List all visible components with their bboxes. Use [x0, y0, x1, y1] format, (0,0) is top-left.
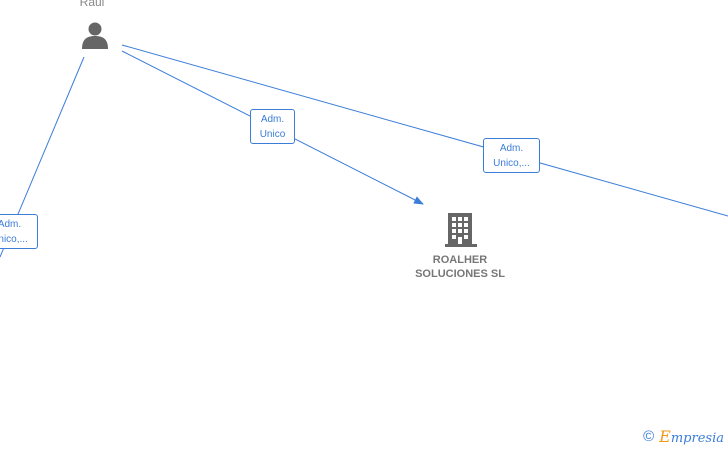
- edge-label-line1: Adm.: [260, 114, 285, 125]
- company-name-line1: ROALHER: [432, 254, 488, 266]
- edge-label-adm-unico[interactable]: Adm. Unico: [250, 109, 295, 144]
- edge-label-line2: Unico,...: [493, 158, 530, 169]
- copyright-icon: ©: [643, 428, 655, 445]
- brand-initial: E: [659, 427, 671, 446]
- company-name-line2: SOLUCIONES SL: [415, 268, 505, 280]
- brand-rest: mpresia: [670, 431, 724, 446]
- company-name[interactable]: ROALHER SOLUCIONES SL: [395, 253, 525, 281]
- footer-brand[interactable]: © Empresia: [643, 427, 724, 446]
- edge-line-right: [121, 44, 728, 217]
- edge-label-line2: Unico,...: [0, 234, 28, 245]
- brand-logo: Empresia: [659, 427, 724, 446]
- edge-label-line2: Unico: [259, 129, 286, 140]
- edge-label-line1: Adm.: [499, 143, 524, 154]
- edge-label-adm-unico-left[interactable]: Adm. Unico,...: [0, 214, 38, 249]
- edge-label-line1: Adm.: [0, 219, 22, 230]
- building-icon[interactable]: [445, 211, 477, 247]
- person-name: Raul: [79, 0, 105, 9]
- edge-label-adm-unico-right[interactable]: Adm. Unico,...: [483, 138, 540, 173]
- person-icon[interactable]: [80, 20, 110, 50]
